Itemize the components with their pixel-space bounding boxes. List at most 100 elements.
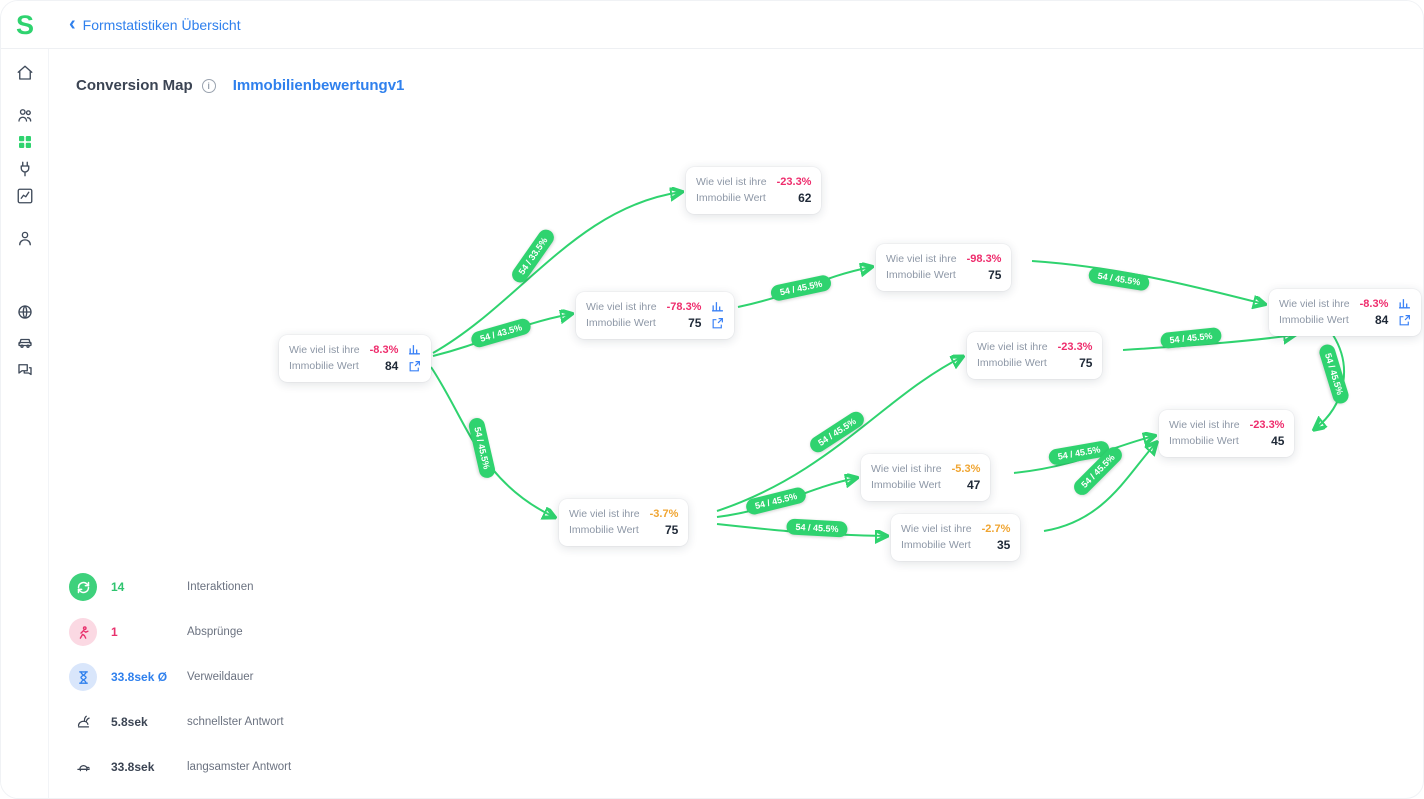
node-question-line2: Immobilie Wert: [289, 360, 359, 373]
node-value: 75: [665, 522, 679, 537]
dropoff-badge: -5.3%: [951, 462, 981, 475]
globe-icon[interactable]: [16, 303, 34, 321]
node-question-line1: Wie viel ist ihre: [886, 253, 957, 265]
stats-legend: 14 Interaktionen 1 Absprünge 33.8sek Ø V…: [69, 573, 291, 781]
sidebar: [1, 49, 49, 798]
car-icon[interactable]: [16, 332, 34, 350]
dropoff-badge: -98.3%: [966, 252, 1002, 265]
interactions-icon: [69, 573, 97, 601]
external-link-icon[interactable]: [408, 360, 421, 373]
legend-row-interactions: 14 Interaktionen: [69, 573, 291, 601]
node-value: 75: [1079, 355, 1093, 370]
app-logo: S: [15, 9, 34, 40]
node-question-line2: Immobilie Wert: [901, 539, 971, 552]
node-value: 75: [988, 267, 1002, 282]
node-question-line1: Wie viel ist ihre: [586, 301, 657, 313]
fastest-label: schnellster Antwort: [187, 716, 284, 728]
flow-node[interactable]: Wie viel ist ihre Immobilie Wert -3.7% 7…: [559, 499, 689, 546]
stats-icon[interactable]: [408, 343, 421, 356]
node-question-line1: Wie viel ist ihre: [289, 344, 360, 356]
edge-path: [430, 366, 554, 517]
node-question-line1: Wie viel ist ihre: [901, 523, 972, 535]
node-question-line1: Wie viel ist ihre: [1279, 298, 1350, 310]
stats-icon[interactable]: [1398, 297, 1411, 310]
flow-node[interactable]: Wie viel ist ihre Immobilie Wert -78.3% …: [576, 292, 735, 339]
bounce-icon: [69, 618, 97, 646]
slowest-label: langsamster Antwort: [187, 761, 292, 773]
flow-node-root[interactable]: Wie viel ist ihre Immobilie Wert -8.3% 8…: [279, 335, 432, 382]
bounce-value: 1: [111, 625, 118, 639]
external-link-icon[interactable]: [1398, 314, 1411, 327]
edge-label: 54 / 45.5%: [786, 518, 848, 538]
node-question-line1: Wie viel ist ihre: [1169, 419, 1240, 431]
flow-node[interactable]: Wie viel ist ihre Immobilie Wert -98.3% …: [876, 244, 1012, 291]
flow-node[interactable]: Wie viel ist ihre Immobilie Wert -2.7% 3…: [891, 514, 1021, 561]
dropoff-badge: -23.3%: [776, 175, 812, 188]
dropoff-badge: -8.3%: [369, 343, 399, 356]
dropoff-badge: -78.3%: [666, 300, 702, 313]
dropoff-badge: -23.3%: [1249, 418, 1285, 431]
external-link-icon[interactable]: [711, 317, 724, 330]
interactions-value: 14: [111, 580, 125, 594]
slowest-value: 33.8sek: [111, 760, 155, 774]
integrations-icon[interactable]: [16, 160, 34, 178]
page-title: Conversion Map: [76, 77, 193, 94]
node-value: 84: [385, 358, 399, 373]
legend-row-dwell: 33.8sek Ø Verweildauer: [69, 663, 291, 691]
legend-row-slowest: 33.8sek langsamster Antwort: [69, 753, 291, 781]
edge-path: [1043, 443, 1156, 532]
bounce-label: Absprünge: [187, 626, 243, 638]
fastest-value: 5.8sek: [111, 715, 148, 729]
node-question-line2: Immobilie Wert: [886, 269, 956, 282]
home-icon[interactable]: [16, 64, 34, 82]
fastest-answer-icon: [69, 708, 97, 736]
node-question-line2: Immobilie Wert: [977, 357, 1047, 370]
top-bar: S ‹ Formstatistiken Übersicht: [1, 1, 1423, 49]
dropoff-badge: -2.7%: [981, 522, 1011, 535]
team-icon[interactable]: [16, 106, 34, 124]
flow-node[interactable]: Wie viel ist ihre Immobilie Wert -5.3% 4…: [861, 454, 991, 501]
dropoff-badge: -3.7%: [649, 507, 679, 520]
node-question-line1: Wie viel ist ihre: [977, 341, 1048, 353]
dropoff-badge: -8.3%: [1359, 297, 1389, 310]
dropoff-badge: -23.3%: [1057, 340, 1093, 353]
dwell-value: 33.8sek Ø: [111, 670, 168, 684]
legend-row-bounces: 1 Absprünge: [69, 618, 291, 646]
edge-path: [432, 192, 681, 354]
node-value: 62: [798, 190, 812, 205]
node-value: 45: [1271, 433, 1285, 448]
dashboard-icon[interactable]: [16, 133, 34, 151]
form-name-link[interactable]: Immobilienbewertungv1: [232, 77, 405, 94]
back-link[interactable]: ‹ Formstatistiken Übersicht: [69, 12, 241, 35]
dwell-time-icon: [69, 663, 97, 691]
chat-icon[interactable]: [16, 361, 34, 379]
stats-icon[interactable]: [711, 300, 724, 313]
profile-icon[interactable]: [16, 229, 34, 247]
node-question-line1: Wie viel ist ihre: [569, 508, 640, 520]
flow-node[interactable]: Wie viel ist ihre Immobilie Wert -23.3% …: [967, 332, 1103, 379]
interactions-label: Interaktionen: [187, 581, 254, 593]
node-question-line1: Wie viel ist ihre: [696, 176, 767, 188]
node-question-line2: Immobilie Wert: [1169, 435, 1239, 448]
info-icon[interactable]: i: [201, 78, 216, 93]
analytics-icon[interactable]: [16, 187, 34, 205]
node-question-line2: Immobilie Wert: [696, 192, 766, 205]
node-question-line2: Immobilie Wert: [871, 479, 941, 492]
node-question-line2: Immobilie Wert: [586, 317, 656, 330]
legend-row-fastest: 5.8sek schnellster Antwort: [69, 708, 291, 736]
flow-node[interactable]: Wie viel ist ihre Immobilie Wert -8.3% 8…: [1269, 289, 1422, 336]
slowest-answer-icon: [69, 753, 97, 781]
node-value: 84: [1375, 312, 1389, 327]
flow-node[interactable]: Wie viel ist ihre Immobilie Wert -23.3% …: [686, 167, 822, 214]
dwell-label: Verweildauer: [187, 671, 254, 683]
edge-path: [1122, 335, 1294, 351]
flow-node[interactable]: Wie viel ist ihre Immobilie Wert -23.3% …: [1159, 410, 1295, 457]
title-row: Conversion Map i Immobilienbewertungv1: [76, 77, 404, 94]
node-value: 47: [967, 477, 981, 492]
back-chevron-icon: ‹: [69, 12, 76, 35]
node-value: 35: [997, 537, 1011, 552]
node-question-line2: Immobilie Wert: [1279, 314, 1349, 327]
node-question-line2: Immobilie Wert: [569, 524, 639, 537]
